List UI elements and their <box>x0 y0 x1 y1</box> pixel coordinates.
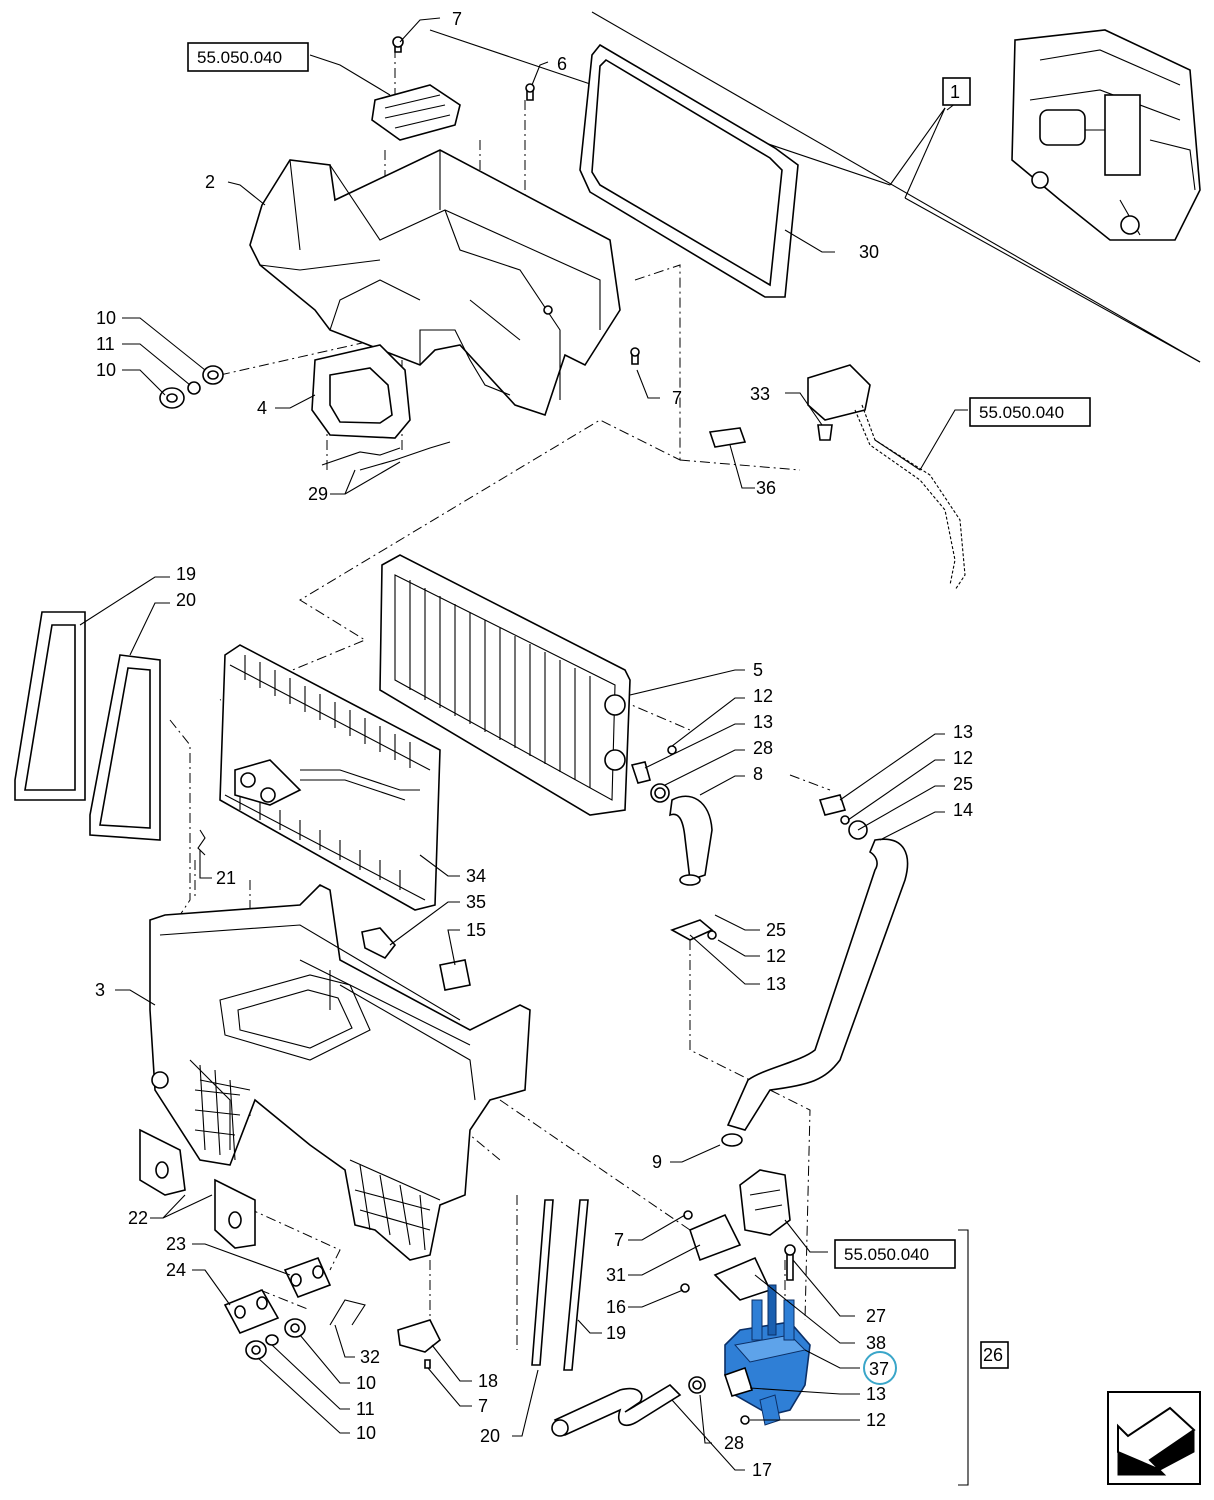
water-valve-assembly <box>680 1169 796 1301</box>
callout-26: 26 <box>983 1345 1003 1365</box>
callout-34: 34 <box>466 866 486 886</box>
callout-11: 11 <box>356 1399 375 1419</box>
callout-13: 13 <box>866 1384 886 1404</box>
callout-19: 19 <box>606 1323 626 1343</box>
clips-32-18 <box>329 1299 442 1369</box>
callout-7: 7 <box>614 1230 624 1250</box>
callout-27: 27 <box>866 1306 886 1326</box>
callout-28: 28 <box>724 1433 744 1453</box>
lower-housing-grid <box>194 1064 431 1251</box>
callout-10: 10 <box>356 1423 376 1443</box>
callout-6: 6 <box>557 54 567 74</box>
callout-12: 12 <box>766 946 786 966</box>
seals-19-20 <box>14 611 161 841</box>
callout-12: 12 <box>753 686 773 706</box>
callout-25: 25 <box>766 920 786 940</box>
callout-18: 18 <box>478 1371 498 1391</box>
reference-right: 55.050.040 <box>979 403 1064 422</box>
callout-10: 10 <box>96 308 116 328</box>
callout-7: 7 <box>478 1396 488 1416</box>
washers-upper-left <box>159 365 224 409</box>
callout-30: 30 <box>859 242 879 262</box>
callout-37-highlight-ring <box>863 1351 897 1385</box>
callout-38: 38 <box>866 1333 886 1353</box>
callout-36: 36 <box>756 478 776 498</box>
reference-bottom: 55.050.040 <box>844 1245 929 1264</box>
callout-17: 17 <box>752 1460 772 1480</box>
callout-11: 11 <box>96 334 115 354</box>
callout-3: 3 <box>95 980 105 1000</box>
heater-core <box>379 554 631 816</box>
callout-12: 12 <box>866 1410 886 1430</box>
callout-10: 10 <box>96 360 116 380</box>
assembly-thumbnail <box>1011 29 1201 241</box>
callout-2: 2 <box>205 172 215 192</box>
callout-8: 8 <box>753 764 763 784</box>
callout-20: 20 <box>176 590 196 610</box>
upper-housing <box>249 149 621 417</box>
callout-13: 13 <box>753 712 773 732</box>
seal-strips <box>531 1199 589 1371</box>
gasket-frame <box>579 43 799 298</box>
callout-31: 31 <box>606 1265 626 1285</box>
callout-22: 22 <box>128 1208 148 1228</box>
callout-13: 13 <box>766 974 786 994</box>
hose-8 <box>630 745 717 941</box>
callout-labels: 7 6 2 10 11 10 4 29 7 30 33 36 19 20 5 1… <box>95 9 973 1480</box>
top-sensor-module <box>371 36 461 141</box>
callout-37: 37 <box>869 1359 889 1379</box>
callout-35: 35 <box>466 892 486 912</box>
reference-boxes: 55.050.040 55.050.040 55.050.040 <box>187 42 1091 1269</box>
evaporator <box>219 644 441 911</box>
arrow-back-icon[interactable] <box>1107 1391 1201 1485</box>
callout-9: 9 <box>652 1152 662 1172</box>
clips-29 <box>321 441 451 471</box>
small-clips <box>197 829 471 991</box>
callout-28: 28 <box>753 738 773 758</box>
hose-9 <box>721 794 909 1147</box>
heater-core-fins <box>409 580 591 788</box>
callout-21: 21 <box>216 868 236 888</box>
water-valve-37 <box>724 1284 811 1426</box>
callout-19: 19 <box>176 564 196 584</box>
callout-29: 29 <box>308 484 328 504</box>
callout-20: 20 <box>480 1426 500 1446</box>
callout-24: 24 <box>166 1260 186 1280</box>
guide-lines <box>429 11 1201 363</box>
screws-top <box>525 83 640 365</box>
leader-lines <box>79 17 1003 1486</box>
callout-5: 5 <box>753 660 763 680</box>
callout-1: 1 <box>950 82 960 102</box>
boxed-callouts: 1 26 37 <box>863 77 1009 1385</box>
duct-ring <box>311 344 411 439</box>
callout-4: 4 <box>257 398 267 418</box>
callout-12: 12 <box>953 748 973 768</box>
callout-23: 23 <box>166 1234 186 1254</box>
sensor-33 <box>807 364 966 591</box>
pipe-17 <box>551 1366 754 1437</box>
callout-25: 25 <box>953 774 973 794</box>
callout-15: 15 <box>466 920 486 940</box>
callout-33: 33 <box>750 384 770 404</box>
reference-top: 55.050.040 <box>197 48 282 67</box>
lower-housing <box>149 884 531 1261</box>
mounts-22-24 <box>139 1128 332 1360</box>
callout-7: 7 <box>452 9 462 29</box>
clip-36 <box>708 427 747 448</box>
callout-13: 13 <box>953 722 973 742</box>
evaporator-fins <box>239 655 411 890</box>
callout-14: 14 <box>953 800 973 820</box>
callout-10: 10 <box>356 1373 376 1393</box>
callout-16: 16 <box>606 1297 626 1317</box>
callout-32: 32 <box>360 1347 380 1367</box>
callout-7: 7 <box>672 388 682 408</box>
